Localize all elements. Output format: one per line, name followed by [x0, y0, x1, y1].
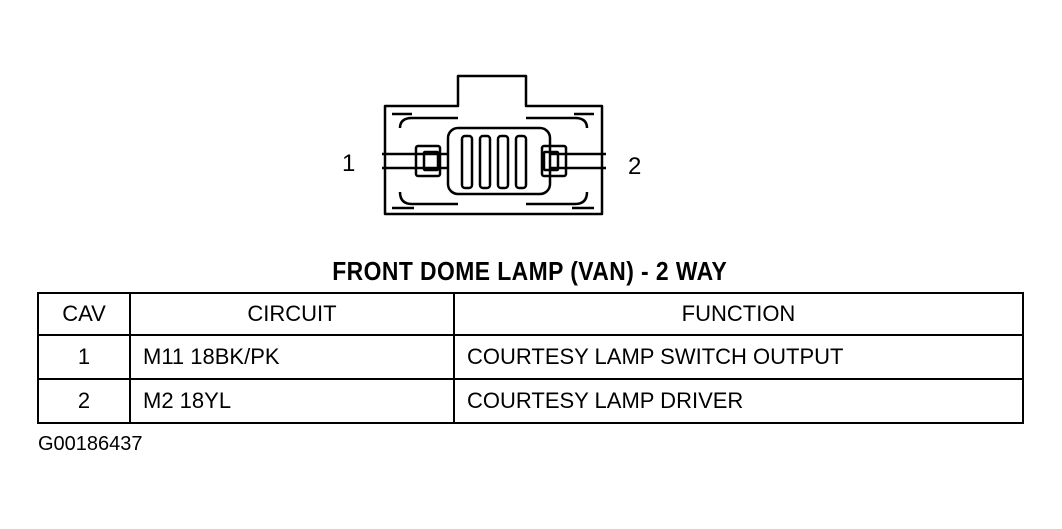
slot — [478, 134, 492, 190]
pin-2-label: 2 — [628, 153, 642, 180]
slot — [460, 134, 474, 190]
terminal-1 — [414, 144, 442, 178]
terminal-2-tab — [542, 150, 560, 172]
cell-function: COURTESY LAMP DRIVER — [453, 378, 1024, 424]
pinout-table: CAV CIRCUIT FUNCTION 1 M11 18BK/PK COURT… — [37, 292, 1024, 424]
cavity-bar-right — [550, 152, 606, 170]
pin-1-label: 1 — [342, 150, 356, 177]
header-circuit: CIRCUIT — [129, 292, 455, 336]
header-function: FUNCTION — [453, 292, 1024, 336]
diagram-title: FRONT DOME LAMP (VAN) - 2 WAY — [332, 256, 728, 286]
slot — [496, 134, 510, 190]
cell-cav: 2 — [37, 378, 131, 424]
cell-circuit: M11 18BK/PK — [129, 334, 455, 380]
connector-housing — [383, 74, 604, 216]
latch-shadow — [392, 112, 594, 210]
cell-function: COURTESY LAMP SWITCH OUTPUT — [453, 334, 1024, 380]
connector-inner-left — [398, 116, 458, 206]
cell-circuit: M2 18YL — [129, 378, 455, 424]
connector-diagram — [382, 74, 606, 216]
table-row: 1 M11 18BK/PK COURTESY LAMP SWITCH OUTPU… — [37, 334, 1024, 380]
slot-frame — [446, 126, 552, 196]
figure-id: G00186437 — [38, 433, 143, 455]
table-row: 2 M2 18YL COURTESY LAMP DRIVER — [37, 378, 1024, 424]
header-cav: CAV — [37, 292, 131, 336]
connector-inner-right — [526, 116, 589, 206]
terminal-2 — [540, 144, 568, 178]
terminal-1-tab — [422, 150, 440, 172]
cell-cav: 1 — [37, 334, 131, 380]
table-header-row: CAV CIRCUIT FUNCTION — [37, 292, 1024, 336]
slot — [514, 134, 528, 190]
